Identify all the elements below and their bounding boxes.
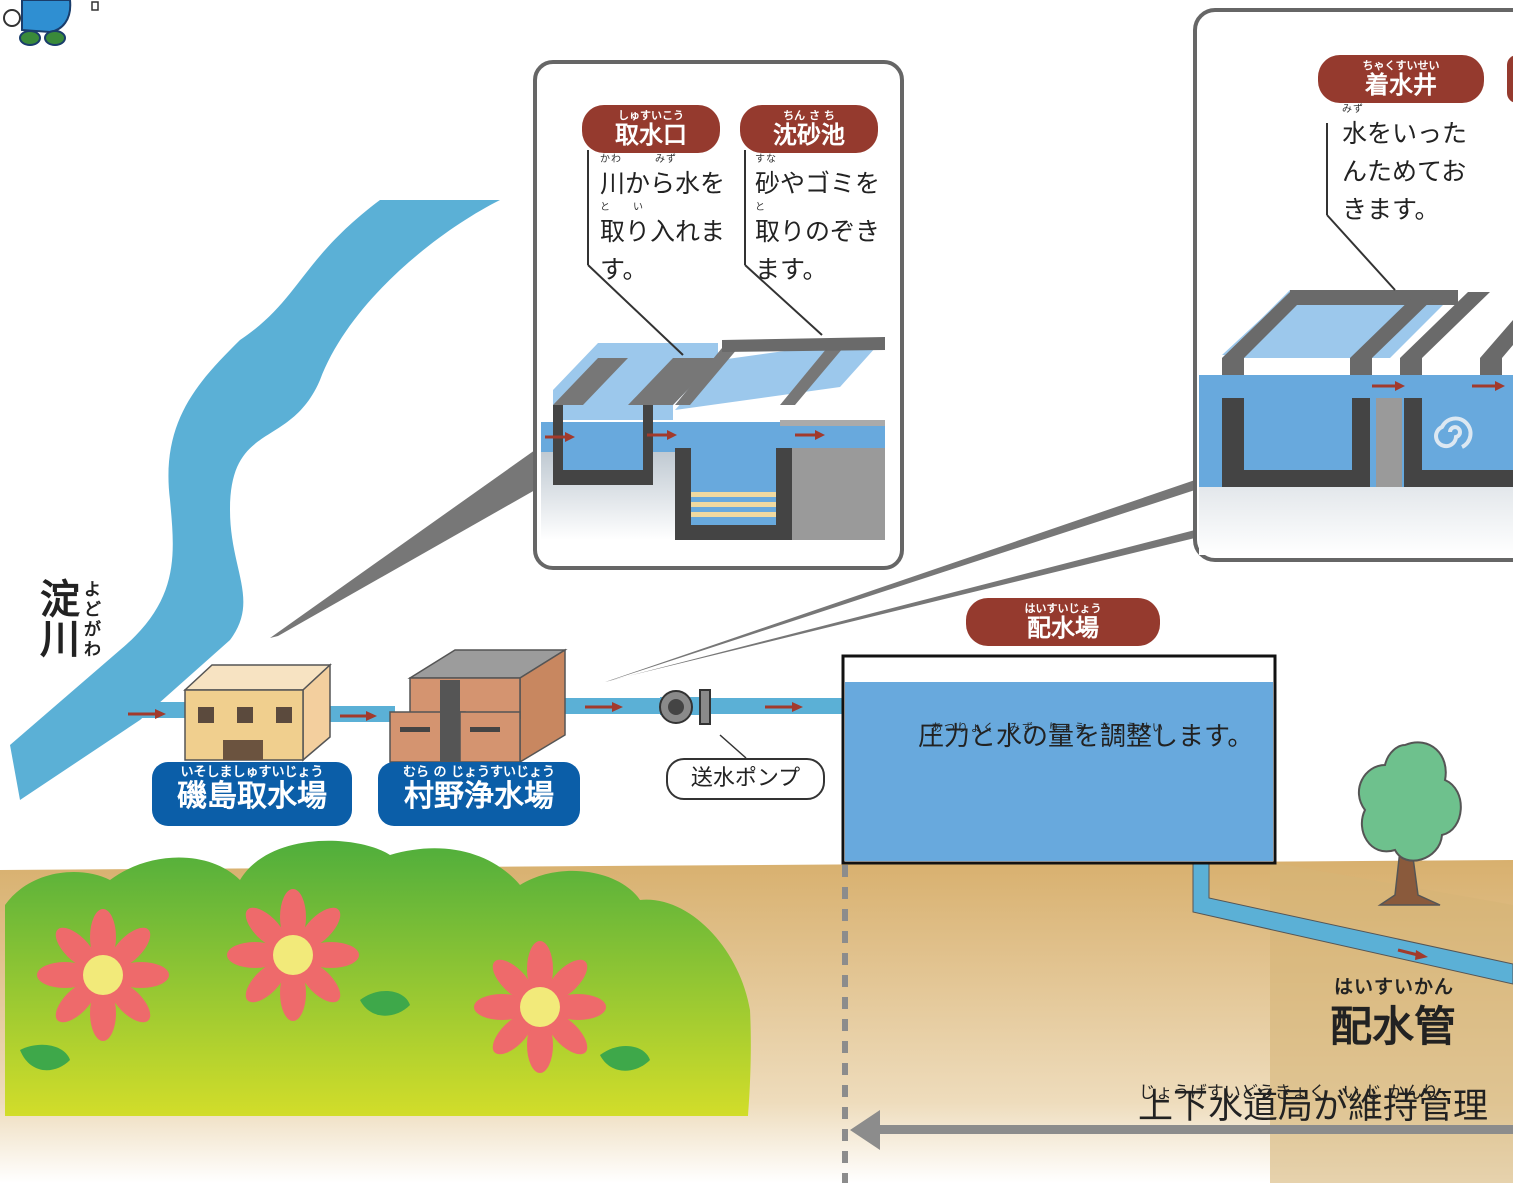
distribution-station-description-ruby: あつりょく みず りょう ちょうせい xyxy=(920,706,1165,735)
purification-plant-building xyxy=(389,648,568,764)
maintenance-ruby: じょうげすいどうきょく い じ かんり xyxy=(1128,1058,1439,1103)
intake-station-building xyxy=(183,663,332,762)
intake-desc-line-2: 取り入れま xyxy=(600,217,726,246)
receiving-well-desc-line-2: んためてお xyxy=(1342,157,1467,186)
river-ruby: よどがわ xyxy=(84,580,104,660)
receiving-well-title-text: 着水井 xyxy=(1365,71,1437,99)
settling-title-ruby: ちん さ ち xyxy=(783,109,835,122)
intake-desc-line-1: 川から水を xyxy=(600,169,726,198)
river xyxy=(10,200,500,800)
intake-station-name: 磯島取水場 xyxy=(177,779,327,814)
intake-desc-ruby-1: かわ みず xyxy=(600,154,677,165)
pump-leader xyxy=(719,734,747,759)
pipe-plant xyxy=(330,706,395,722)
purification-plant-name: 村野浄水場 xyxy=(404,779,554,814)
zoom-lines xyxy=(270,450,1195,682)
receiving-well-desc-ruby-1: みず xyxy=(1342,104,1364,115)
intake-station-ruby: いそしましゅすいじょう xyxy=(180,765,324,780)
flow-arrow-icon xyxy=(128,702,1428,960)
purification-plant-ruby: むら の じょうすいじょう xyxy=(402,765,556,780)
maintenance-arrow xyxy=(850,1110,1513,1150)
river-ruby-text: よどがわ xyxy=(84,580,101,660)
settling-title: ちん さ ち 沈砂池 xyxy=(740,105,878,153)
settling-desc-line-2: 取りのぞき xyxy=(755,217,881,246)
distribution-station-label: はいすいじょう 配水場 xyxy=(966,598,1160,646)
intake-title-text: 取水口 xyxy=(615,121,687,149)
pump-label: 送水ポンプ xyxy=(666,758,825,800)
distribution-description-ruby-text: あつりょく みず りょう ちょうせい xyxy=(931,721,1165,734)
distribution-pipe-name: 配水管 xyxy=(1330,1002,1457,1051)
maintenance-label: 上下水道局が維持管理 xyxy=(1138,1078,1488,1129)
pump-label-text: 送水ポンプ xyxy=(690,766,801,791)
receiving-well-desc-line-3: きます。 xyxy=(1342,195,1440,224)
mascot-icon xyxy=(3,0,99,46)
intake-title-ruby: しゅすいこう xyxy=(618,109,684,122)
distribution-pipe-label: 配水管 xyxy=(1330,993,1456,1054)
maintenance-ruby-text: じょうげすいどうきょく い じ かんり xyxy=(1138,1083,1439,1103)
pump-icon xyxy=(659,689,711,725)
callout-box-intake xyxy=(533,60,904,570)
receiving-well-desc-line-1: 水をいった xyxy=(1342,119,1468,148)
receiving-well-description: みず 水をいった んためてお きます。 xyxy=(1342,105,1482,229)
settling-desc-line-3: ます。 xyxy=(755,255,828,284)
distribution-pipe-ruby-text: はいすいかん xyxy=(1334,976,1455,998)
distribution-description-text: 圧力と水の量を調整します。 xyxy=(918,722,1254,752)
settling-desc-ruby-2: と xyxy=(755,202,766,213)
intake-title: しゅすいこう 取水口 xyxy=(582,105,720,153)
distribution-station-ruby: はいすいじょう xyxy=(1024,602,1102,615)
settling-description: すな 砂やゴミを と 取りのぞき ます。 xyxy=(755,155,895,289)
receiving-well-title-ruby: ちゃくすいせい xyxy=(1362,59,1440,72)
intake-desc-ruby-2: と い xyxy=(600,202,644,213)
maintenance-text: 上下水道局が維持管理 xyxy=(1138,1087,1489,1127)
tree-icon xyxy=(1358,741,1462,906)
settling-title-text: 沈砂池 xyxy=(773,121,845,149)
distribution-station-name: 配水場 xyxy=(1027,614,1099,642)
distribution-station-description: 圧力と水の量を調整します。 xyxy=(918,716,1253,753)
intake-description: かわ みず 川から水を と い 取り入れま す。 xyxy=(600,155,740,289)
purification-plant-label: むら の じょうすいじょう 村野浄水場 xyxy=(378,762,580,826)
flower-icon xyxy=(37,889,606,1073)
intake-station-label: いそしましゅすいじょう 磯島取水場 xyxy=(152,762,352,826)
receiving-well-title: ちゃくすいせい 着水井 xyxy=(1318,55,1484,103)
river-label: 淀川 xyxy=(38,580,82,660)
intake-desc-line-3: す。 xyxy=(600,255,648,284)
distribution-pipe-ruby: はいすいかん xyxy=(1334,972,1454,999)
distribution-tank xyxy=(841,654,1277,865)
spiral-icon xyxy=(1434,416,1473,449)
next-process-title-partial xyxy=(1507,55,1513,103)
river-name: 淀川 xyxy=(40,577,80,663)
settling-desc-ruby-1: すな xyxy=(755,154,777,165)
settling-desc-line-1: 砂やゴミを xyxy=(755,169,881,198)
callout-box-receiving-well xyxy=(1193,8,1513,562)
